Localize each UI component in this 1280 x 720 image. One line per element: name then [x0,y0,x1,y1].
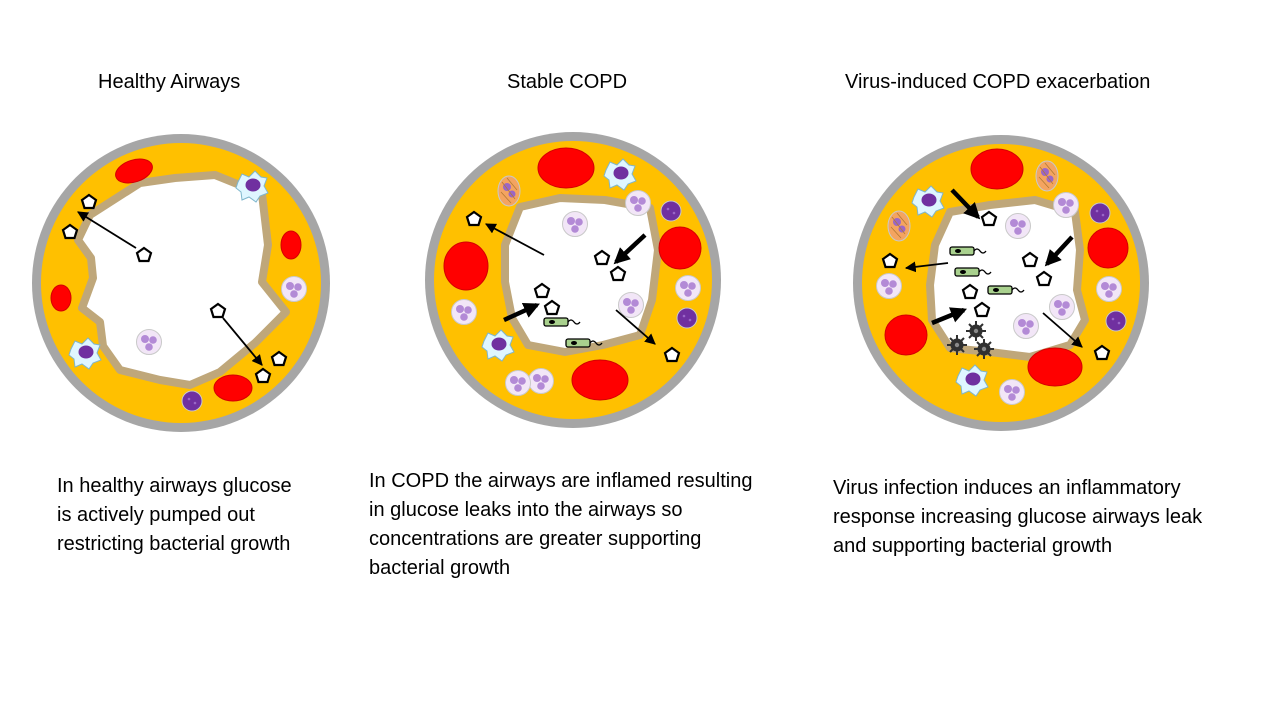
neutrophil [675,275,701,301]
caption-line: In healthy airways glucose [57,475,292,497]
neutrophil [281,276,307,302]
neutrophil [451,299,477,325]
leak-arrow [613,233,647,265]
glucose-arrow [222,317,263,366]
red-blood-cell [658,226,702,270]
neutrophil [1096,276,1122,302]
leak-arrow [950,188,981,220]
red-blood-cell [280,230,302,260]
panel-title-healthy: Healthy Airways [98,71,241,93]
virus-particle [973,338,995,360]
neutrophil [562,211,588,237]
lymphocyte [181,390,203,412]
leak-arrow [931,307,968,326]
red-blood-cell [537,147,595,189]
neutrophil [1005,213,1031,239]
glucose-arrow [1042,312,1083,348]
red-blood-cell [50,284,72,312]
lymphocyte [1105,310,1127,332]
caption-line: bacterial growth [369,557,511,579]
red-blood-cell [884,314,928,356]
stable-copd-diagram [425,132,721,428]
leak-arrow [503,302,540,323]
red-blood-cell [571,359,629,401]
caption-line: restricting bacterial growth [57,533,291,555]
glucose-arrow [904,261,949,273]
eosinophil [887,210,911,242]
red-blood-cell [1027,347,1083,387]
caption-virus-exacerbation: Virus infection induces an inflammatory … [833,474,1202,561]
neutrophil [1013,313,1039,339]
neutrophil [1049,294,1075,320]
neutrophil [528,368,554,394]
lymphocyte [1089,202,1111,224]
panel-title-virus-exacerbation: Virus-induced COPD exacerbation [845,71,1151,93]
airway-lumen [926,196,1089,361]
neutrophil [1053,192,1079,218]
caption-line: In COPD the airways are inflamed resulti… [369,470,753,492]
red-blood-cell [213,374,253,402]
glucose-arrow [485,223,545,256]
glucose-arrow [615,309,656,345]
eosinophil [497,175,521,207]
caption-line: response increasing glucose airways leak [833,506,1203,528]
red-blood-cell [970,148,1024,190]
virus-particle [965,320,987,342]
red-blood-cell [115,158,153,184]
red-blood-cell [1087,227,1129,269]
caption-line: concentrations are greater supporting [369,528,702,550]
neutrophil [625,190,651,216]
virus-particle [946,334,968,356]
caption-line: is actively pumped out [57,504,255,526]
red-blood-cell [443,241,489,291]
caption-line: and supporting bacterial growth [833,535,1113,557]
lymphocyte [660,200,682,222]
neutrophil [618,292,644,318]
eosinophil [1035,160,1059,192]
neutrophil [999,379,1025,405]
leak-arrow [1044,235,1074,267]
lymphocyte [676,307,698,329]
glucose-arrow [77,211,137,249]
caption-stable-copd: In COPD the airways are inflamed resulti… [369,467,753,583]
neutrophil [505,370,531,396]
caption-line: in glucose leaks into the airways so [369,499,683,521]
neutrophil [136,329,162,355]
virus-exacerbation-diagram [853,135,1149,431]
caption-healthy: In healthy airways glucose is actively p… [57,472,292,559]
neutrophil [876,273,902,299]
panel-title-stable-copd: Stable COPD [507,71,628,93]
healthy-airway-diagram [32,134,330,432]
caption-line: Virus infection induces an inflammatory [833,477,1181,499]
